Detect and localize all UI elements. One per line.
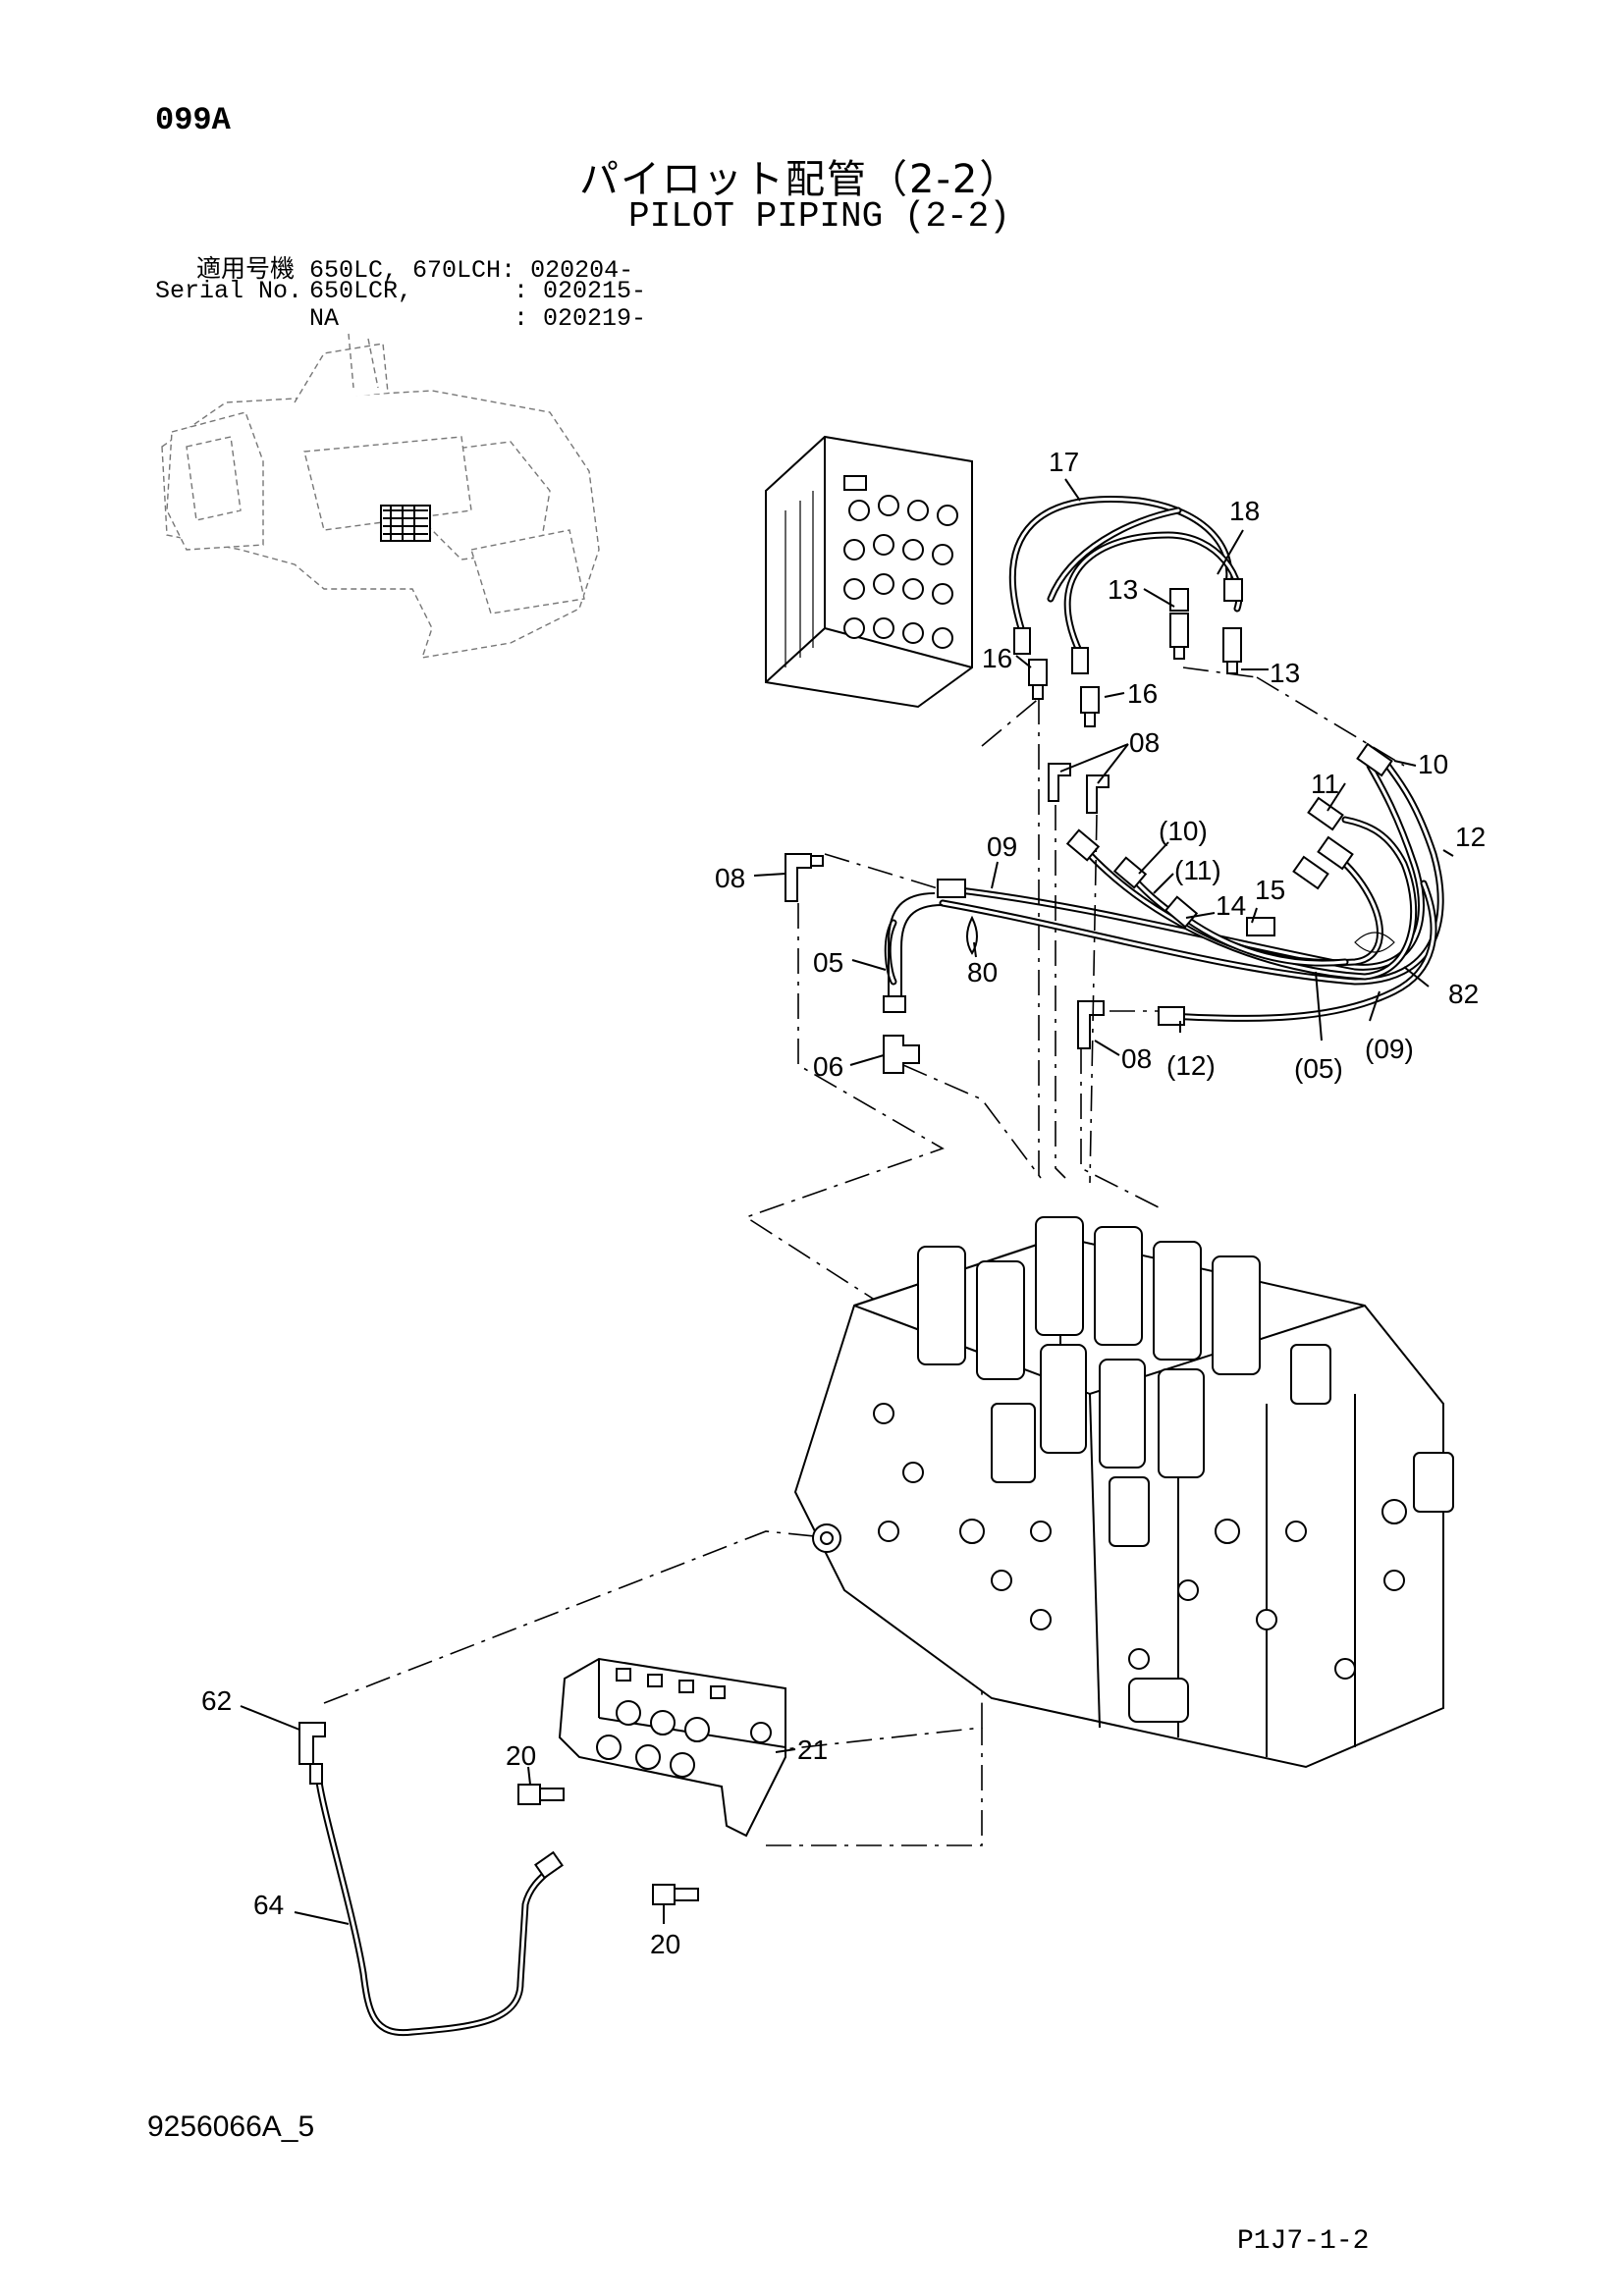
callout-08-pair: 08 bbox=[1129, 727, 1160, 758]
page-reference: P1J7-1-2 bbox=[1237, 2226, 1370, 2257]
connection-centerlines bbox=[323, 667, 1405, 1846]
hose-assembly-18 bbox=[1047, 507, 1243, 612]
hose-clamp-82 bbox=[1354, 932, 1395, 953]
machine-location-key bbox=[161, 333, 600, 659]
main-control-valve bbox=[793, 1216, 1454, 1769]
callout-labels: 17 18 13 13 16 16 08 10 11 12 08 09 (10)… bbox=[201, 447, 1486, 1959]
callout-10-ref: (10) bbox=[1159, 816, 1208, 846]
callout-17: 17 bbox=[1049, 447, 1079, 477]
adapter-13-right bbox=[1222, 627, 1242, 674]
callout-20-upper: 20 bbox=[506, 1740, 536, 1771]
control-valve-location-mark bbox=[380, 505, 431, 542]
serial-model: 650LC, 670LCH bbox=[309, 256, 502, 285]
drawing-number: 9256066A_5 bbox=[147, 2110, 315, 2143]
hose-assembly-17 bbox=[1008, 496, 1243, 674]
callout-13-lower: 13 bbox=[1270, 658, 1300, 688]
serial-model: 650LCR, bbox=[309, 277, 413, 305]
adapter-16-right bbox=[1080, 686, 1100, 727]
callout-14: 14 bbox=[1216, 890, 1246, 921]
valve-face-bolts bbox=[873, 1403, 1407, 1680]
pilot-valve-block bbox=[765, 435, 973, 709]
bolt-20-lower bbox=[652, 1884, 699, 1905]
callout-16-right: 16 bbox=[1127, 678, 1158, 709]
callout-12: 12 bbox=[1455, 822, 1486, 852]
callout-10: 10 bbox=[1418, 749, 1448, 779]
callout-13-upper: 13 bbox=[1108, 574, 1138, 605]
spool-caps-top bbox=[917, 1216, 1331, 1547]
pipe-05-tee-06 bbox=[883, 892, 944, 1074]
callout-16-left: 16 bbox=[982, 643, 1012, 673]
adapter-16-left bbox=[1028, 659, 1048, 700]
callout-62: 62 bbox=[201, 1685, 232, 1716]
callout-leaders bbox=[240, 478, 1454, 1925]
adapter-13-left bbox=[1169, 613, 1189, 660]
callout-64: 64 bbox=[253, 1890, 284, 1920]
hose-64 bbox=[315, 1778, 564, 2037]
callout-05-ref: (05) bbox=[1294, 1053, 1343, 1084]
serial-model: NA bbox=[309, 304, 340, 333]
serial-label-japanese: 適用号機 bbox=[195, 256, 295, 285]
callout-21: 21 bbox=[797, 1735, 828, 1765]
bolt-20-upper bbox=[517, 1784, 565, 1805]
callout-05: 05 bbox=[813, 947, 843, 978]
callout-20-lower: 20 bbox=[650, 1929, 680, 1959]
callout-18: 18 bbox=[1229, 496, 1260, 526]
callout-09-ref: (09) bbox=[1365, 1034, 1414, 1064]
elbow-08-lower bbox=[1077, 1000, 1105, 1049]
callout-08-lower: 08 bbox=[1121, 1043, 1152, 1074]
callout-08-left: 08 bbox=[715, 863, 745, 893]
serial-range: : 020215- bbox=[514, 277, 647, 305]
serial-range: : 020204- bbox=[501, 256, 634, 285]
serial-label-english: Serial No. bbox=[155, 277, 303, 305]
callout-15: 15 bbox=[1255, 875, 1285, 905]
callout-80: 80 bbox=[967, 957, 998, 988]
serial-row-3: NA : 020219- bbox=[155, 304, 647, 333]
pilot-block-ports bbox=[843, 495, 958, 649]
callout-11-ref: (11) bbox=[1174, 855, 1221, 885]
page-title-japanese: パイロット配管（2-2） bbox=[579, 157, 1021, 202]
page-title-english: PILOT PIPING (2-2) bbox=[628, 196, 1010, 237]
serial-row-1: 適用号機 650LC, 670LCH: 020204- bbox=[155, 249, 646, 285]
callout-06: 06 bbox=[813, 1051, 843, 1082]
serial-applicability-block: 適用号機 650LC, 670LCH: 020204- Serial No. 6… bbox=[155, 249, 647, 333]
pilot-hose-bundle bbox=[884, 742, 1444, 1026]
callout-11: 11 bbox=[1311, 769, 1339, 799]
solenoid-valve-21 bbox=[558, 1657, 786, 1838]
elbow-08-left bbox=[785, 853, 824, 902]
elbow-62 bbox=[298, 1722, 326, 1785]
callout-12-ref: (12) bbox=[1166, 1050, 1216, 1081]
callout-09: 09 bbox=[987, 831, 1017, 862]
serial-range: : 020219- bbox=[514, 304, 647, 333]
page-code: 099A bbox=[155, 102, 231, 138]
elbow-08-pair bbox=[1048, 763, 1110, 814]
callout-82: 82 bbox=[1448, 979, 1479, 1009]
serial-row-2: Serial No. 650LCR, : 020215- bbox=[155, 277, 647, 305]
